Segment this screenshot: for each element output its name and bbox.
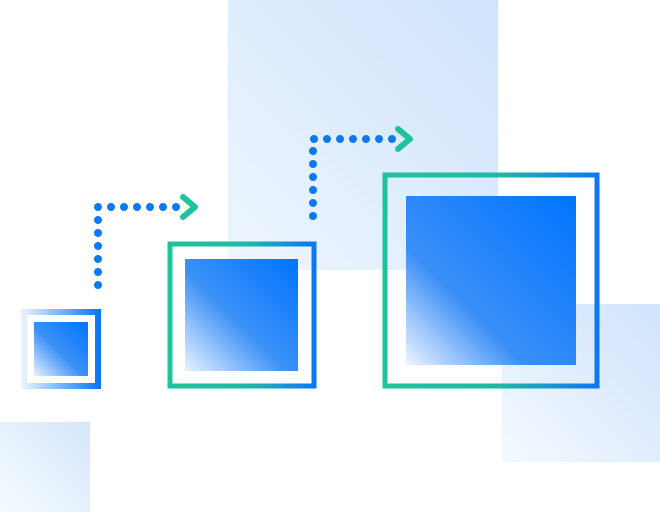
large-square [382,172,600,389]
connector-arrow-1 [94,194,198,289]
connector-arrow-2 [309,126,413,220]
small-square [21,309,101,389]
background-panel-bottom [0,422,90,512]
medium-square [167,241,317,389]
